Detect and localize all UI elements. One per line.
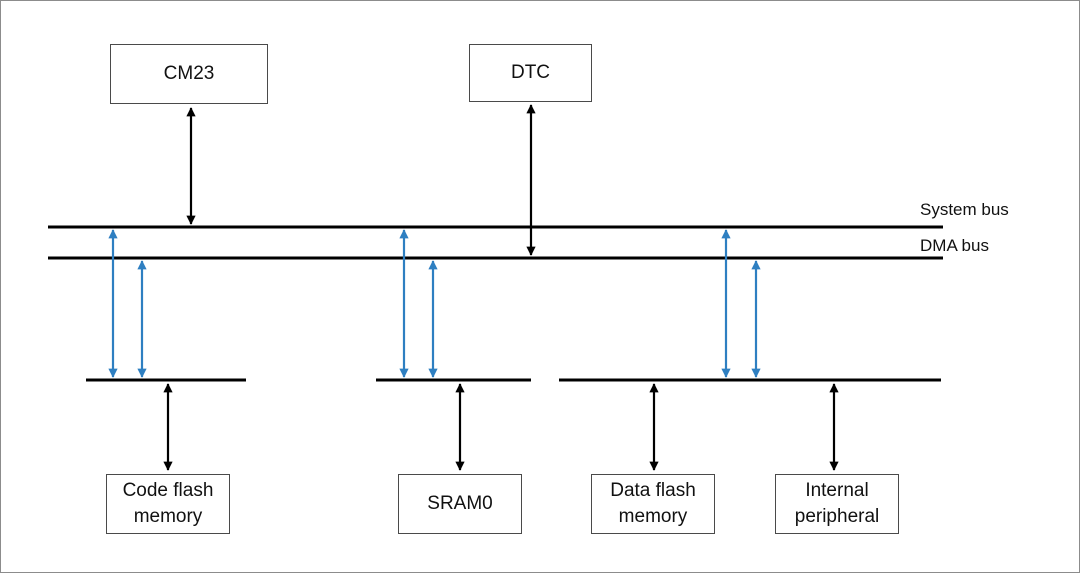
dtc-label: DTC [510,62,551,83]
system-bus-label: System bus [920,200,1009,219]
dma-bus-label: DMA bus [920,236,989,255]
code-flash-label: Code flash memory [122,480,214,527]
cm23-label: CM23 [163,63,215,84]
sram0-box: SRAM0 [398,474,522,534]
data-flash-label: Data flash memory [610,480,696,527]
internal-peripheral-box: Internal peripheral [775,474,899,534]
data-flash-box: Data flash memory [591,474,715,534]
cm23-box: CM23 [110,44,268,104]
dtc-box: DTC [469,44,592,102]
internal-peripheral-label: Internal peripheral [794,480,880,527]
sram0-label: SRAM0 [427,493,493,514]
code-flash-box: Code flash memory [106,474,230,534]
